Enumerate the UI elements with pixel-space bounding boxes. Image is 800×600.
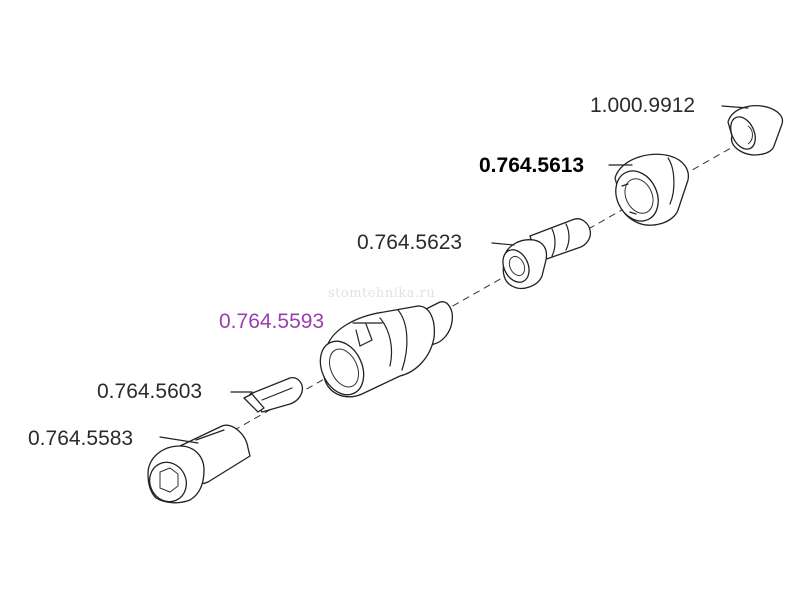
- part-label-spindle: 0.764.5623: [357, 231, 463, 254]
- part-label-nut: 0.764.5613: [479, 154, 585, 177]
- nut-bore: [624, 178, 654, 214]
- cap-face: [148, 461, 188, 503]
- key-edge: [261, 387, 293, 401]
- part-nut: [614, 153, 690, 226]
- part-cap: [147, 424, 251, 504]
- nut-face: [615, 170, 659, 222]
- leader-cap: [159, 436, 199, 444]
- spindle-bore: [508, 255, 526, 277]
- nut-notches: [621, 183, 637, 215]
- key-tab: [243, 393, 265, 413]
- body-bore: [328, 348, 360, 388]
- part-body: [319, 301, 454, 398]
- spindle-grooves: [551, 223, 570, 257]
- part-label-cap: 0.764.5583: [28, 427, 134, 450]
- watermark: stomtehnika.ru: [328, 286, 436, 301]
- ring-face: [730, 116, 756, 150]
- part-label-ring: 1.000.9912: [590, 94, 696, 117]
- leader-spindle: [491, 242, 515, 246]
- part-spindle: [502, 218, 592, 290]
- part-ring: [727, 105, 784, 156]
- part-key: [243, 377, 304, 413]
- body-shoulder: [397, 309, 408, 371]
- body-slots: [355, 317, 393, 367]
- nut-bevel: [667, 157, 675, 205]
- part-label-key: 0.764.5603: [97, 380, 203, 403]
- part-label-body: 0.764.5593: [219, 310, 325, 333]
- cap-tail-edge: [195, 429, 225, 441]
- leader-ring: [721, 105, 749, 109]
- cap-hex-bore: [159, 467, 179, 493]
- ring-inner-edge: [747, 125, 753, 145]
